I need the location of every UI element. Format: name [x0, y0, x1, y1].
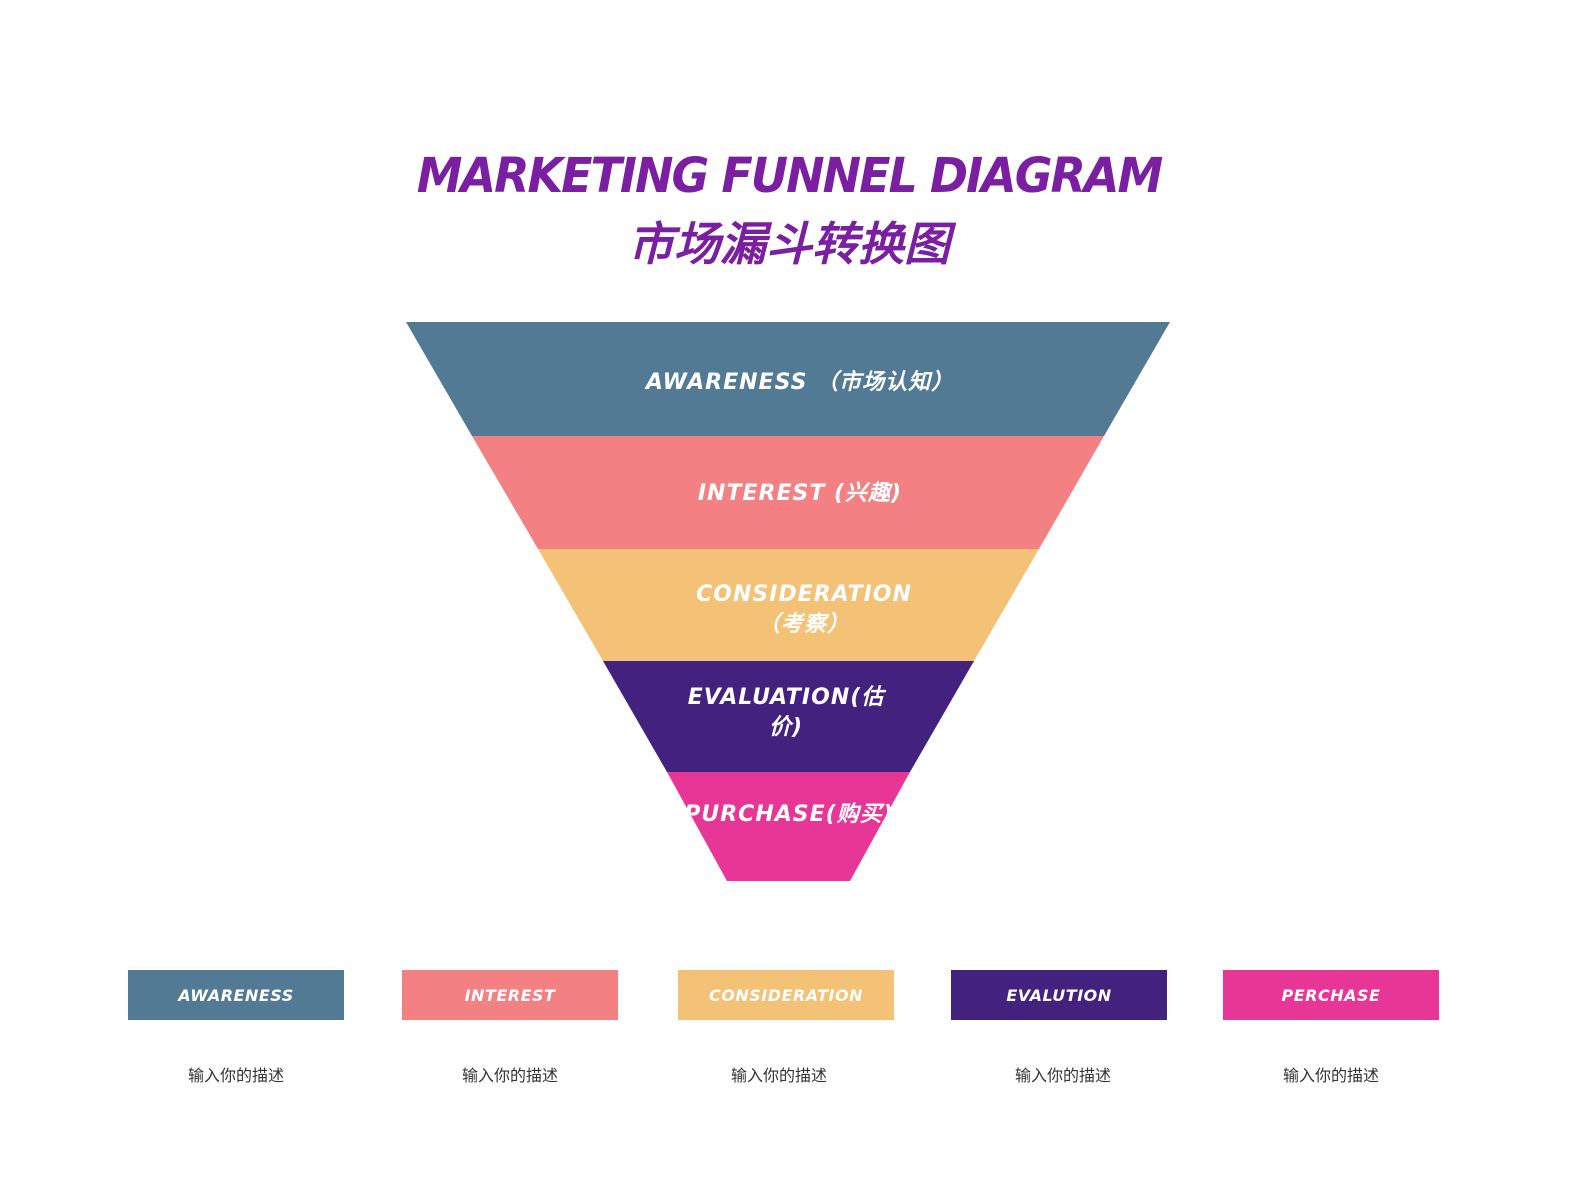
- funnel-stage-label: PURCHASE(购买): [684, 802, 894, 827]
- page-title-en: MARKETING FUNNEL DIAGRAM: [416, 146, 1164, 204]
- funnel-stage-interest: [472, 436, 1104, 549]
- funnel-stage-purchase: [667, 772, 910, 881]
- legend-box-evalution: EVALUTION: [951, 970, 1167, 1020]
- funnel-stage-label: EVALUATION(估 价): [687, 685, 885, 740]
- funnel-stage-evaluation: [603, 661, 974, 772]
- legend-description[interactable]: 输入你的描述: [461, 1066, 558, 1085]
- funnel-stage-awareness: [406, 322, 1170, 436]
- legend-description[interactable]: 输入你的描述: [1282, 1066, 1379, 1085]
- funnel-stage-label: CONSIDERATION （考察）: [696, 582, 912, 637]
- legend-box-perchase: PERCHASE: [1223, 970, 1439, 1020]
- legend-box-consideration: CONSIDERATION: [678, 970, 894, 1020]
- legend-label: PERCHASE: [1281, 985, 1381, 1005]
- legend-label: EVALUTION: [1006, 985, 1112, 1005]
- funnel-stage-consideration: [538, 549, 1039, 661]
- legend-label: INTEREST: [464, 985, 556, 1005]
- funnel-stage-label: AWARENESS （市场认知）: [645, 370, 955, 395]
- legend-description[interactable]: 输入你的描述: [730, 1066, 827, 1085]
- page-title-cn: 市场漏斗转换图: [628, 217, 950, 271]
- legend-box-awareness: AWARENESS: [128, 970, 344, 1020]
- funnel-stage-label: INTEREST (兴趣): [697, 481, 903, 506]
- legend-description[interactable]: 输入你的描述: [1014, 1066, 1111, 1085]
- legend-box-interest: INTEREST: [402, 970, 618, 1020]
- legend-label: CONSIDERATION: [709, 985, 863, 1005]
- legend-description[interactable]: 输入你的描述: [187, 1066, 284, 1085]
- legend-label: AWARENESS: [178, 985, 294, 1005]
